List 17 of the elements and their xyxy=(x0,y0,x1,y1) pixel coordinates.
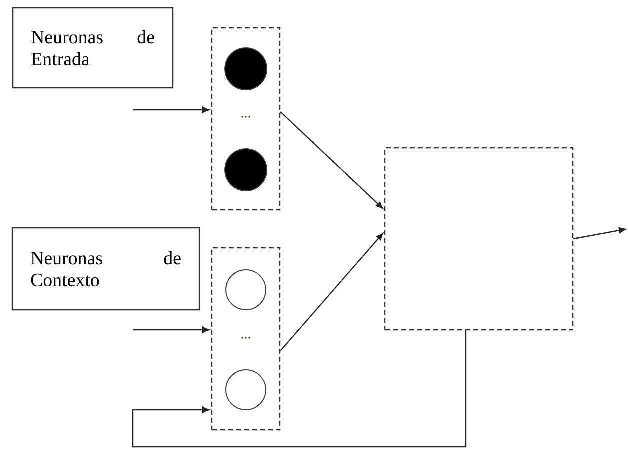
arrow xyxy=(133,106,210,114)
neuron-circle xyxy=(226,270,266,310)
label-box: Neuronas de Entrada xyxy=(12,7,174,89)
neuron-circle xyxy=(224,48,268,90)
layer-box xyxy=(384,147,574,331)
layer-box xyxy=(211,247,281,431)
layer-box xyxy=(211,27,281,211)
neuron-circle xyxy=(224,148,268,192)
arrow xyxy=(133,326,210,334)
neuron-circle xyxy=(226,370,266,410)
ellipsis: ... xyxy=(242,116,250,118)
label-box: Neuronas de Contexto xyxy=(12,227,200,311)
ellipsis: ... xyxy=(242,337,250,339)
arrow xyxy=(280,233,384,352)
arrow xyxy=(574,228,626,240)
arrow xyxy=(132,330,467,448)
arrow xyxy=(280,112,384,209)
